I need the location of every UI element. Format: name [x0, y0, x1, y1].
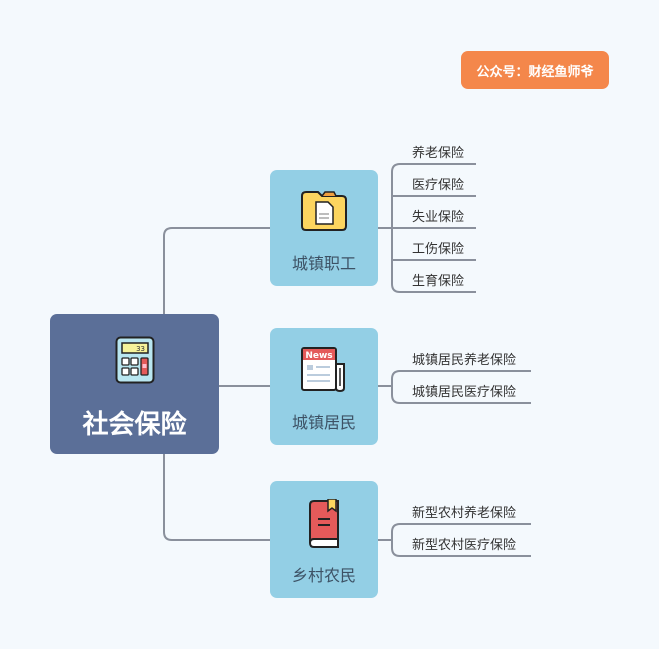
branch-label: 城镇居民 [291, 413, 356, 432]
leaf-maternity-insurance[interactable]: 生育保险 [412, 274, 465, 289]
newspaper-icon: News [300, 346, 348, 398]
leaf-urban-resident-medical[interactable]: 城镇居民医疗保险 [412, 385, 517, 400]
root-label: 社会保险 [82, 410, 187, 440]
leaf-unemployment-insurance[interactable]: 失业保险 [412, 210, 465, 225]
leaf-rural-pension[interactable]: 新型农村养老保险 [412, 506, 517, 521]
folder-document-icon [300, 188, 348, 236]
branch-node-urban-employees[interactable]: 城镇职工 [270, 170, 378, 286]
svg-text:33: 33 [136, 345, 145, 353]
calculator-icon: 33 [115, 336, 155, 388]
leaf-urban-resident-pension[interactable]: 城镇居民养老保险 [412, 353, 517, 368]
book-icon [306, 498, 342, 553]
branch-node-rural-farmers[interactable]: 乡村农民 [270, 481, 378, 598]
branch-label: 乡村农民 [291, 566, 356, 585]
leaf-pension-insurance[interactable]: 养老保险 [412, 146, 465, 161]
branch-node-urban-residents[interactable]: News 城镇居民 [270, 328, 378, 445]
svg-text:News: News [305, 351, 332, 361]
leaf-medical-insurance[interactable]: 医疗保险 [412, 178, 465, 193]
leaf-rural-medical[interactable]: 新型农村医疗保险 [412, 538, 517, 553]
watermark-badge: 公众号：财经鱼师爷 [461, 51, 609, 89]
branch-label: 城镇职工 [291, 254, 356, 273]
leaf-work-injury-insurance[interactable]: 工伤保险 [412, 242, 465, 257]
root-node[interactable]: 33 社会保险 [50, 314, 219, 454]
